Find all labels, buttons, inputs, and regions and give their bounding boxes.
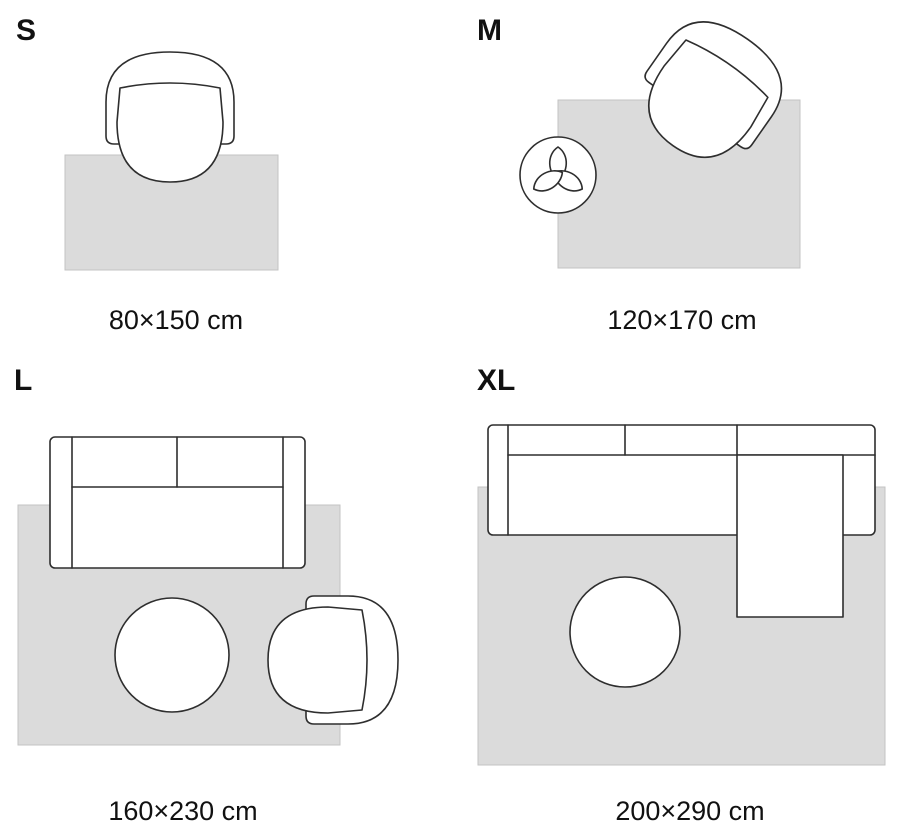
size-card-l: L 160×230 cm	[0, 350, 450, 840]
size-card-xl: XL 200×290 cm	[450, 350, 900, 840]
illustration-m	[519, 1, 801, 269]
size-label-xl: XL	[477, 364, 516, 397]
illustration-l	[17, 436, 399, 746]
size-label-m: M	[477, 14, 502, 47]
sofa-icon	[49, 436, 306, 569]
size-caption-s: 80×150 cm	[108, 305, 244, 335]
corner-sofa-icon	[487, 424, 876, 618]
illustration-xl	[477, 424, 886, 766]
size-label-s: S	[16, 14, 37, 47]
size-card-s: S 80×150 cm	[0, 0, 450, 350]
coffee-table-icon	[114, 597, 230, 713]
size-caption-xl: 200×290 cm	[615, 796, 765, 826]
size-card-m: M 120×170 cm	[450, 0, 900, 350]
size-caption-l: 160×230 cm	[108, 796, 258, 826]
coffee-table-icon	[569, 576, 681, 688]
size-label-l: L	[14, 364, 33, 397]
illustration-s	[64, 51, 279, 271]
size-caption-m: 120×170 cm	[607, 305, 757, 335]
plant-icon	[519, 136, 597, 214]
